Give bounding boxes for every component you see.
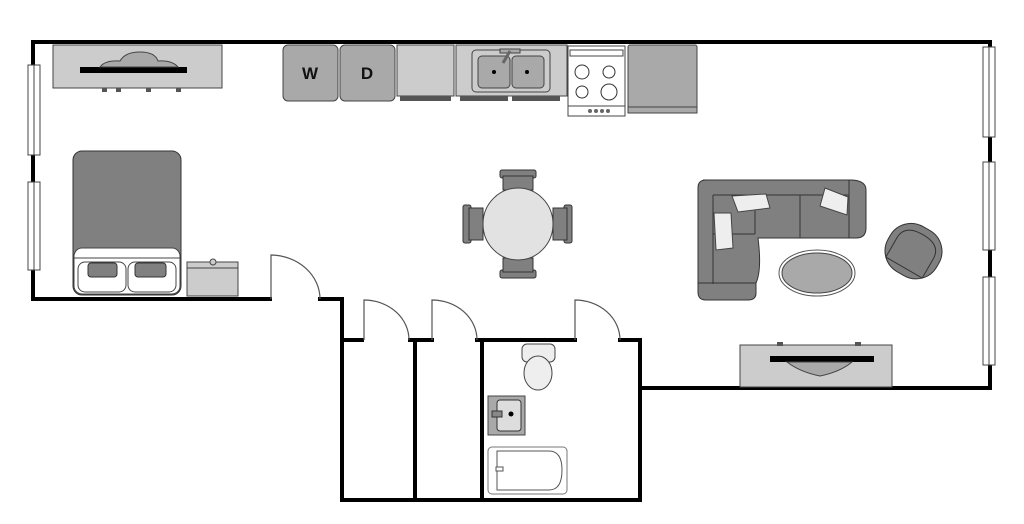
dryer-label: D bbox=[361, 64, 373, 83]
nightstand bbox=[186, 258, 239, 297]
pillow bbox=[87, 262, 118, 278]
coffee-table bbox=[778, 249, 856, 297]
dryer: D bbox=[339, 44, 396, 102]
doors bbox=[270, 254, 621, 341]
bed bbox=[72, 150, 182, 296]
cushion bbox=[819, 187, 849, 216]
bathtub bbox=[487, 446, 568, 495]
door-closet-2[interactable] bbox=[431, 299, 478, 341]
tv-stand-bedroom bbox=[52, 44, 223, 92]
refrigerator bbox=[627, 44, 698, 114]
dining-table bbox=[462, 169, 573, 279]
bathroom-sink bbox=[487, 395, 526, 436]
toilet bbox=[521, 343, 556, 391]
windows bbox=[27, 46, 996, 366]
sectional-sofa bbox=[697, 179, 867, 301]
door-bathroom[interactable] bbox=[574, 299, 621, 341]
stove bbox=[567, 45, 626, 117]
armchair bbox=[884, 222, 943, 280]
pillow bbox=[134, 262, 167, 278]
door-closet-1[interactable] bbox=[363, 299, 410, 341]
washer-label: W bbox=[302, 64, 319, 83]
door-entry[interactable] bbox=[270, 254, 321, 300]
washer: W bbox=[282, 44, 339, 102]
tv-stand-living bbox=[739, 342, 893, 388]
kitchen-sink bbox=[471, 48, 551, 93]
cushion bbox=[713, 212, 734, 251]
cushion bbox=[731, 193, 771, 213]
